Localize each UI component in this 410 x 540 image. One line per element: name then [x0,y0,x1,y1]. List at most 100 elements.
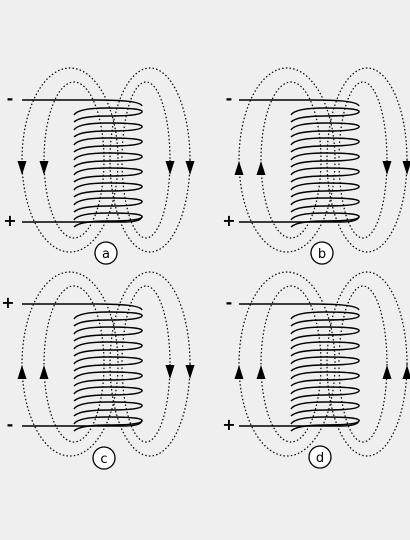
coil-turn [290,167,360,183]
field-arrow-down [402,161,410,175]
coil-turn [290,122,360,138]
field-loop-right-inner [121,285,171,443]
panel-label: a [102,247,110,262]
top-lead-wire [239,303,360,311]
field-loop-left-inner [43,81,105,239]
field-arrow-up [382,365,392,379]
coil-turn [73,122,143,138]
coil-turn [73,182,143,198]
top-lead-wire [239,99,360,107]
coil-turn [73,341,143,357]
field-arrows [17,365,195,379]
coil-turn [73,311,143,327]
field-arrows [234,365,410,379]
field-arrows [234,161,410,175]
field-arrow-up [256,365,266,379]
field-arrow-down [185,365,195,379]
field-loop-left-inner [43,285,105,443]
field-arrow-down [17,161,27,175]
coil [22,303,143,432]
coil-turn [73,167,143,183]
coil-turn [73,212,143,228]
coil-turn [290,152,360,168]
field-arrow-up [234,161,244,175]
field-lines [238,271,408,457]
coil [22,99,143,228]
field-loop-left-outer [21,271,119,457]
panel-label-circle [94,241,118,265]
field-arrow-down [165,365,175,379]
top-terminal-sign: - [226,89,233,108]
top-lead-wire [22,99,143,107]
panel-a: - + a [3,67,195,265]
field-arrow-down [185,161,195,175]
coil [239,303,360,432]
field-loop-right-inner [338,81,388,239]
field-loop-right-inner [338,285,388,443]
panel-label: d [316,451,324,466]
coil-turn [290,341,360,357]
bottom-terminal-sign: + [222,415,235,434]
field-loop-left-outer [21,67,119,253]
coil-turn [290,311,360,327]
coil-turn [290,371,360,387]
field-arrow-down [165,161,175,175]
top-terminal-sign: - [7,89,14,108]
coil-turn [73,326,143,342]
coil-turn [73,416,143,432]
coil-turn [290,356,360,372]
field-arrow-up [17,365,27,379]
field-arrow-up [39,365,49,379]
field-arrow-up [234,365,244,379]
coil-turn [290,197,360,213]
coil-turn [73,197,143,213]
field-loop-right-inner [121,81,171,239]
panel-label-circle [310,241,334,265]
coil-turn [73,356,143,372]
field-loop-right-outer [326,271,408,457]
top-terminal-sign: - [226,293,233,312]
panel-label: b [318,247,326,262]
coil-turn [73,401,143,417]
coil-turn [290,137,360,153]
field-loop-right-outer [109,271,191,457]
panel-label-circle [92,446,116,470]
field-lines [21,271,191,457]
bottom-terminal-sign: + [3,211,16,230]
top-lead-wire [22,303,143,311]
field-loop-left-outer [238,271,336,457]
coil-turn [73,386,143,402]
coil-turn [73,137,143,153]
field-arrows [17,161,195,175]
coil-turn [73,152,143,168]
field-loop-left-outer [238,67,336,253]
field-loop-left-inner [260,81,322,239]
panel-c: + - c [1,271,195,470]
field-lines [238,67,408,253]
panel-b: - + b [222,67,410,265]
field-loop-right-outer [326,67,408,253]
coil-turn [290,386,360,402]
panel-d: - + d [222,271,410,469]
field-arrow-down [39,161,49,175]
panel-label-circle [308,445,332,469]
field-loop-left-inner [260,285,322,443]
top-terminal-sign: + [1,293,14,312]
coil-turn [73,107,143,123]
field-arrow-down [382,161,392,175]
coil-turn [290,212,360,228]
coil-turn [290,326,360,342]
field-loop-right-outer [109,67,191,253]
field-lines [21,67,191,253]
coil-turn [290,416,360,432]
coil [239,99,360,228]
bottom-terminal-sign: - [7,415,14,434]
coil-turn [290,107,360,123]
coil-turn [290,182,360,198]
field-arrow-up [402,365,410,379]
coil-turn [73,371,143,387]
bottom-terminal-sign: + [222,211,235,230]
coil-turn [290,401,360,417]
